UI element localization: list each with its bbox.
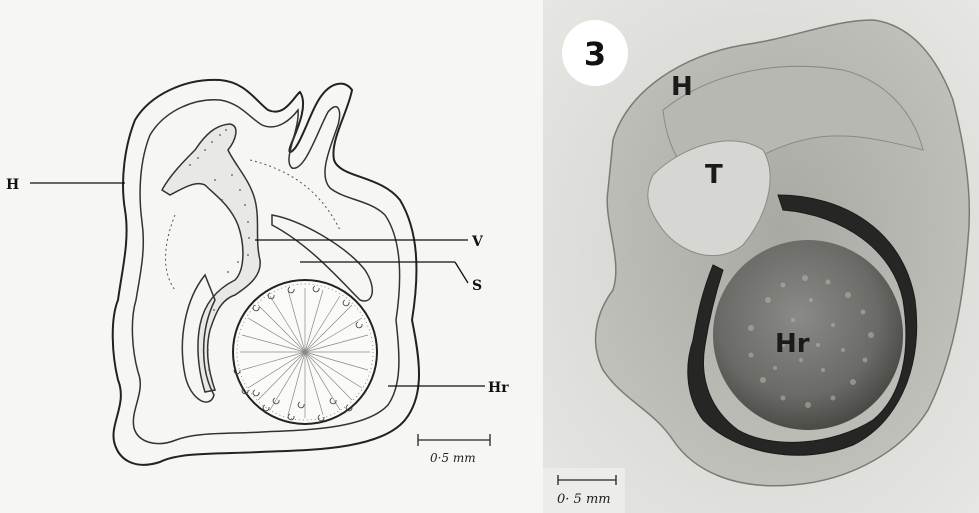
panel-number: 3 xyxy=(584,35,606,73)
drawing-scale-label: 0·5 mm xyxy=(430,451,476,465)
dotted-line-2 xyxy=(250,160,340,230)
label-v: V xyxy=(471,234,484,250)
label-h: H xyxy=(6,177,19,193)
micrograph-label-t: T xyxy=(705,160,723,190)
panel-number-badge: 3 xyxy=(562,20,628,86)
micrograph-panel: 3 H T Hr 0· 5 mm xyxy=(543,0,979,513)
leader-line-s-tail xyxy=(455,262,468,283)
drawing-scale-bar xyxy=(418,434,490,446)
dotted-line-1 xyxy=(166,215,175,290)
label-s: S xyxy=(472,278,482,294)
line-drawing-panel: H V S Hr 0·5 mm xyxy=(0,0,560,513)
micrograph-scale-label: 0· 5 mm xyxy=(557,492,611,507)
label-hr: Hr xyxy=(488,380,509,396)
micrograph: 3 H T Hr 0· 5 mm xyxy=(543,0,979,513)
line-drawing: H V S Hr 0·5 mm xyxy=(0,0,560,513)
micrograph-label-h: H xyxy=(671,72,693,102)
hr-sphere xyxy=(233,280,377,424)
micrograph-label-hr: Hr xyxy=(775,329,810,359)
